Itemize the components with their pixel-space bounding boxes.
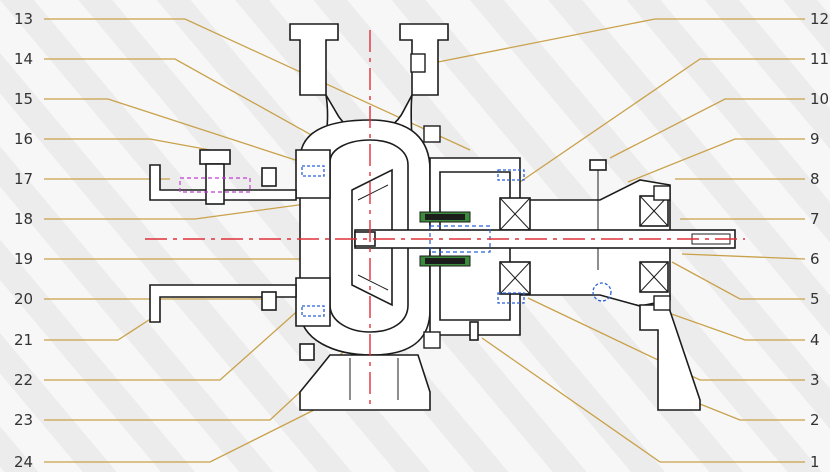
callout-1: 1 — [810, 453, 820, 471]
suction-upper-plate — [149, 164, 297, 201]
leader-2 — [699, 403, 805, 421]
callout-3: 3 — [810, 371, 820, 389]
breather-cap — [589, 159, 607, 171]
bolt-1 — [423, 331, 441, 349]
bolt-3-hidden — [497, 292, 525, 304]
callout-24: 24 — [14, 453, 33, 471]
callout-10: 10 — [810, 90, 829, 108]
suction-cover-top — [295, 149, 331, 199]
callout-20: 20 — [14, 290, 33, 308]
callout-21: 21 — [14, 331, 33, 349]
callout-9: 9 — [810, 130, 820, 148]
leader-1 — [481, 337, 805, 463]
bolt-15-hidden — [301, 165, 325, 177]
leader-22 — [44, 281, 331, 381]
callout-2: 2 — [810, 411, 820, 429]
leader-9 — [627, 138, 805, 183]
shaft — [354, 211, 736, 267]
callout-11: 11 — [810, 50, 829, 68]
leader-11 — [519, 58, 805, 183]
valve-stem — [205, 163, 225, 205]
bolts — [301, 53, 671, 349]
leader-15 — [44, 98, 321, 169]
bolt-8 — [653, 185, 671, 201]
foot-ribs — [349, 358, 399, 400]
impeller-vanes — [357, 184, 389, 291]
callout-19: 19 — [14, 250, 33, 268]
callout-6: 6 — [810, 250, 820, 268]
leader-3 — [527, 297, 805, 381]
callout-4: 4 — [810, 331, 820, 349]
callout-18: 18 — [14, 210, 33, 228]
bolt-21-hidden — [301, 305, 325, 317]
right-labels: 12 11 10 9 8 7 6 5 4 3 2 1 — [810, 10, 829, 471]
callout-16: 16 — [14, 130, 33, 148]
bolt-22 — [299, 343, 315, 361]
callout-7: 7 — [810, 210, 820, 228]
bolt-17 — [261, 167, 277, 187]
bolt-13 — [423, 125, 441, 143]
callout-8: 8 — [810, 170, 820, 188]
callout-15: 15 — [14, 90, 33, 108]
seal-ring-top — [425, 214, 465, 220]
leader-5 — [671, 261, 805, 300]
suction-cover-bottom — [295, 277, 331, 327]
leader-6 — [681, 253, 806, 260]
seal-ring-bottom — [425, 258, 465, 264]
callout-13: 13 — [14, 10, 33, 28]
valve-body-hidden — [179, 177, 251, 193]
callout-22: 22 — [14, 371, 33, 389]
callout-17: 17 — [14, 170, 33, 188]
suction-lower-plate — [149, 284, 297, 323]
leader-24 — [44, 407, 319, 463]
leader-21 — [44, 317, 153, 341]
bolt-11-hidden — [497, 169, 525, 181]
bolt-20 — [261, 291, 277, 311]
valve-handwheel — [199, 149, 231, 165]
leader-12 — [437, 18, 805, 63]
callout-14: 14 — [14, 50, 33, 68]
leader-10 — [609, 98, 805, 159]
callout-12: 12 — [810, 10, 829, 28]
oil-sight-glass — [592, 282, 612, 302]
leader-16 — [44, 138, 211, 151]
bolt-12 — [410, 53, 426, 73]
pump-casing — [289, 23, 449, 411]
suction-assembly — [149, 149, 315, 361]
leader-18 — [44, 197, 351, 220]
callout-23: 23 — [14, 411, 33, 429]
bracket-foot — [639, 304, 701, 411]
leader-13 — [44, 18, 471, 151]
bolt-5 — [653, 295, 671, 311]
left-labels: 13 14 15 16 17 18 19 20 21 22 23 24 — [14, 10, 33, 471]
drain-plug — [469, 321, 479, 341]
callout-5: 5 — [810, 290, 820, 308]
